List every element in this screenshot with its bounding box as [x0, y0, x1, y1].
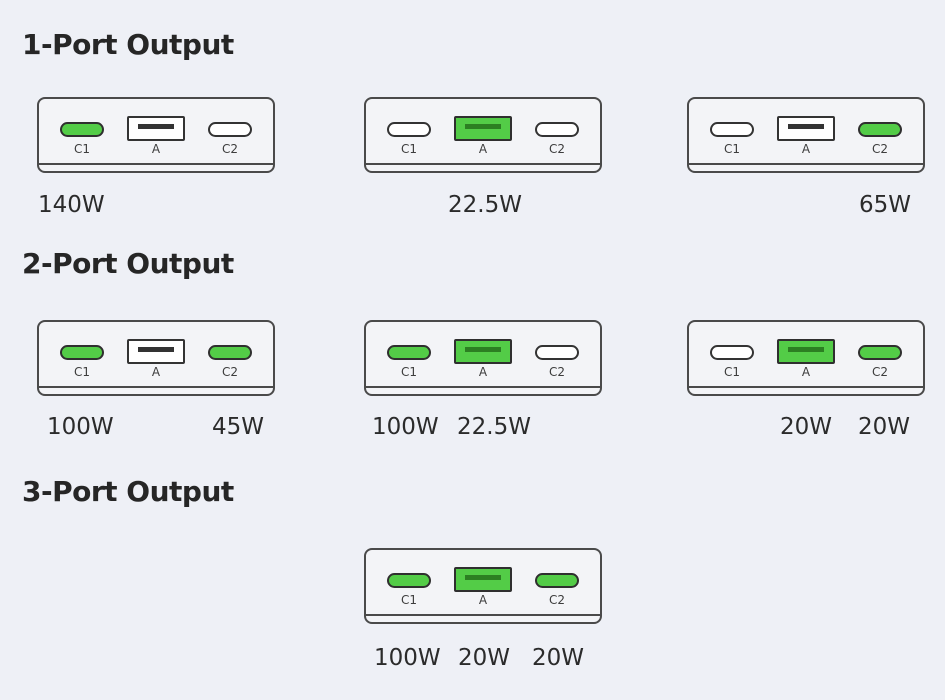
- usb-a-port-icon: [777, 339, 835, 364]
- port-label-a: A: [801, 365, 811, 379]
- wattage-label: 100W: [47, 414, 114, 440]
- usb-c-port-icon: [387, 345, 431, 360]
- port-c2: C2: [843, 339, 917, 381]
- port-label-c1: C1: [400, 593, 417, 607]
- port-c1: C1: [372, 567, 446, 609]
- wattage-label: 100W: [374, 645, 441, 671]
- wattage-label: 20W: [780, 414, 833, 440]
- port-c2: C2: [520, 339, 594, 381]
- usb-c-port-icon: [387, 573, 431, 588]
- wattage-label: 20W: [532, 645, 585, 671]
- usb-a-port-icon: [454, 567, 512, 592]
- port-label-c2: C2: [221, 365, 238, 379]
- port-label-a: A: [151, 142, 161, 156]
- usb-c-port-icon: [535, 573, 579, 588]
- port-c1: C1: [372, 339, 446, 381]
- port-label-a: A: [478, 593, 488, 607]
- port-a: A: [446, 116, 520, 158]
- heading-3-port-output: 3-Port Output: [22, 475, 234, 508]
- port-label-c1: C1: [400, 365, 417, 379]
- power-bank-diagram: C1 A C2: [37, 320, 275, 396]
- port-label-a: A: [478, 365, 488, 379]
- usb-c-port-icon: [208, 122, 252, 137]
- power-bank-diagram: C1 A C2: [364, 548, 602, 624]
- port-label-c2: C2: [548, 142, 565, 156]
- usb-c-port-icon: [858, 122, 902, 137]
- port-c1: C1: [45, 339, 119, 381]
- port-label-c2: C2: [871, 365, 888, 379]
- port-a: A: [769, 116, 843, 158]
- port-label-c1: C1: [723, 142, 740, 156]
- usb-c-port-icon: [60, 345, 104, 360]
- port-c1: C1: [45, 116, 119, 158]
- wattage-label: 140W: [38, 192, 105, 218]
- usb-c-port-icon: [60, 122, 104, 137]
- wattage-label: 22.5W: [457, 414, 531, 440]
- port-label-a: A: [478, 142, 488, 156]
- wattage-label: 20W: [458, 645, 511, 671]
- usb-a-port-icon: [127, 116, 185, 141]
- usb-a-port-icon: [454, 116, 512, 141]
- power-bank-diagram: C1 A C2: [687, 97, 925, 173]
- port-a: A: [119, 116, 193, 158]
- heading-1-port-output: 1-Port Output: [22, 28, 234, 61]
- wattage-label: 20W: [858, 414, 911, 440]
- port-c2: C2: [193, 339, 267, 381]
- power-bank-diagram: C1 A C2: [364, 97, 602, 173]
- port-label-c1: C1: [73, 365, 90, 379]
- usb-c-port-icon: [535, 122, 579, 137]
- power-bank-diagram: C1 A C2: [37, 97, 275, 173]
- port-c1: C1: [695, 339, 769, 381]
- port-c2: C2: [843, 116, 917, 158]
- usb-c-port-icon: [387, 122, 431, 137]
- port-c1: C1: [372, 116, 446, 158]
- port-c2: C2: [193, 116, 267, 158]
- port-c2: C2: [520, 116, 594, 158]
- usb-a-port-icon: [777, 116, 835, 141]
- port-c2: C2: [520, 567, 594, 609]
- usb-a-port-icon: [127, 339, 185, 364]
- port-label-a: A: [151, 365, 161, 379]
- power-bank-diagram: C1 A C2: [364, 320, 602, 396]
- usb-a-port-icon: [454, 339, 512, 364]
- usb-c-port-icon: [858, 345, 902, 360]
- heading-2-port-output: 2-Port Output: [22, 247, 234, 280]
- port-label-c1: C1: [723, 365, 740, 379]
- usb-c-port-icon: [710, 122, 754, 137]
- port-label-c2: C2: [221, 142, 238, 156]
- port-c1: C1: [695, 116, 769, 158]
- wattage-label: 22.5W: [448, 192, 522, 218]
- wattage-label: 65W: [859, 192, 912, 218]
- port-label-c1: C1: [73, 142, 90, 156]
- port-a: A: [446, 567, 520, 609]
- port-label-c2: C2: [548, 593, 565, 607]
- usb-c-port-icon: [710, 345, 754, 360]
- wattage-label: 45W: [212, 414, 265, 440]
- port-label-a: A: [801, 142, 811, 156]
- port-a: A: [446, 339, 520, 381]
- port-label-c1: C1: [400, 142, 417, 156]
- usb-c-port-icon: [535, 345, 579, 360]
- power-bank-diagram: C1 A C2: [687, 320, 925, 396]
- wattage-label: 100W: [372, 414, 439, 440]
- usb-c-port-icon: [208, 345, 252, 360]
- port-a: A: [769, 339, 843, 381]
- port-label-c2: C2: [871, 142, 888, 156]
- port-a: A: [119, 339, 193, 381]
- port-label-c2: C2: [548, 365, 565, 379]
